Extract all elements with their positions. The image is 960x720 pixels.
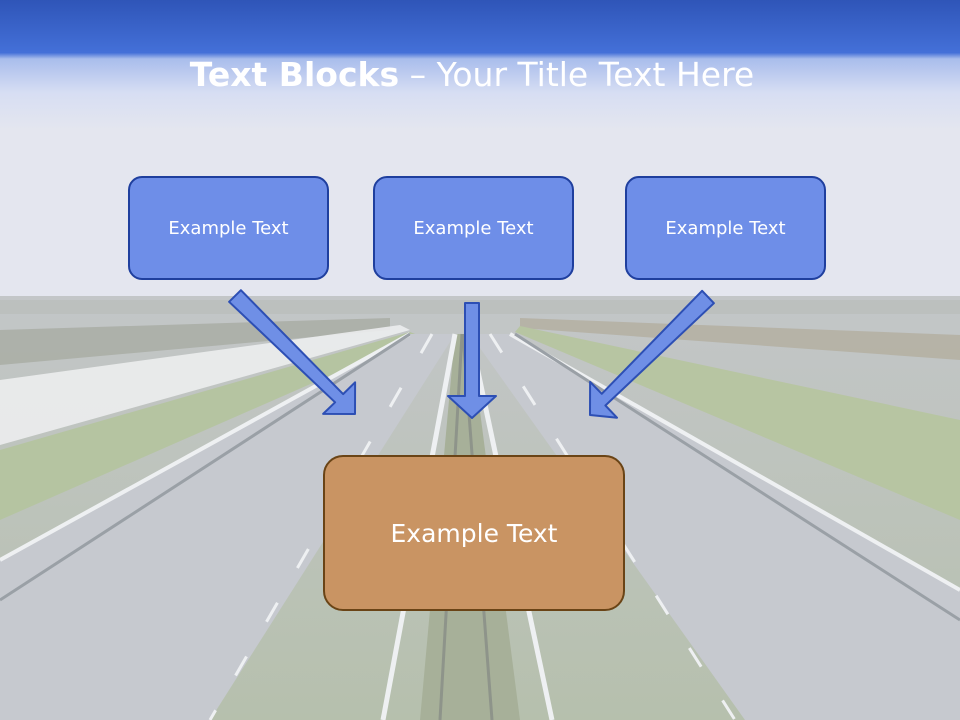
text-block-right[interactable]: Example Text bbox=[625, 176, 826, 280]
text-block-center-label: Example Text bbox=[413, 217, 534, 239]
slide-title: Text Blocks – Your Title Text Here bbox=[0, 52, 944, 98]
text-block-right-label: Example Text bbox=[665, 217, 786, 239]
title-bold: Text Blocks bbox=[189, 55, 400, 94]
text-block-left-label: Example Text bbox=[168, 217, 289, 239]
text-block-main-label: Example Text bbox=[390, 518, 558, 548]
text-block-center[interactable]: Example Text bbox=[373, 176, 574, 280]
text-block-main[interactable]: Example Text bbox=[323, 455, 625, 611]
title-dash: – bbox=[399, 55, 437, 94]
text-block-left[interactable]: Example Text bbox=[128, 176, 329, 280]
title-rest: Your Title Text Here bbox=[436, 55, 755, 94]
